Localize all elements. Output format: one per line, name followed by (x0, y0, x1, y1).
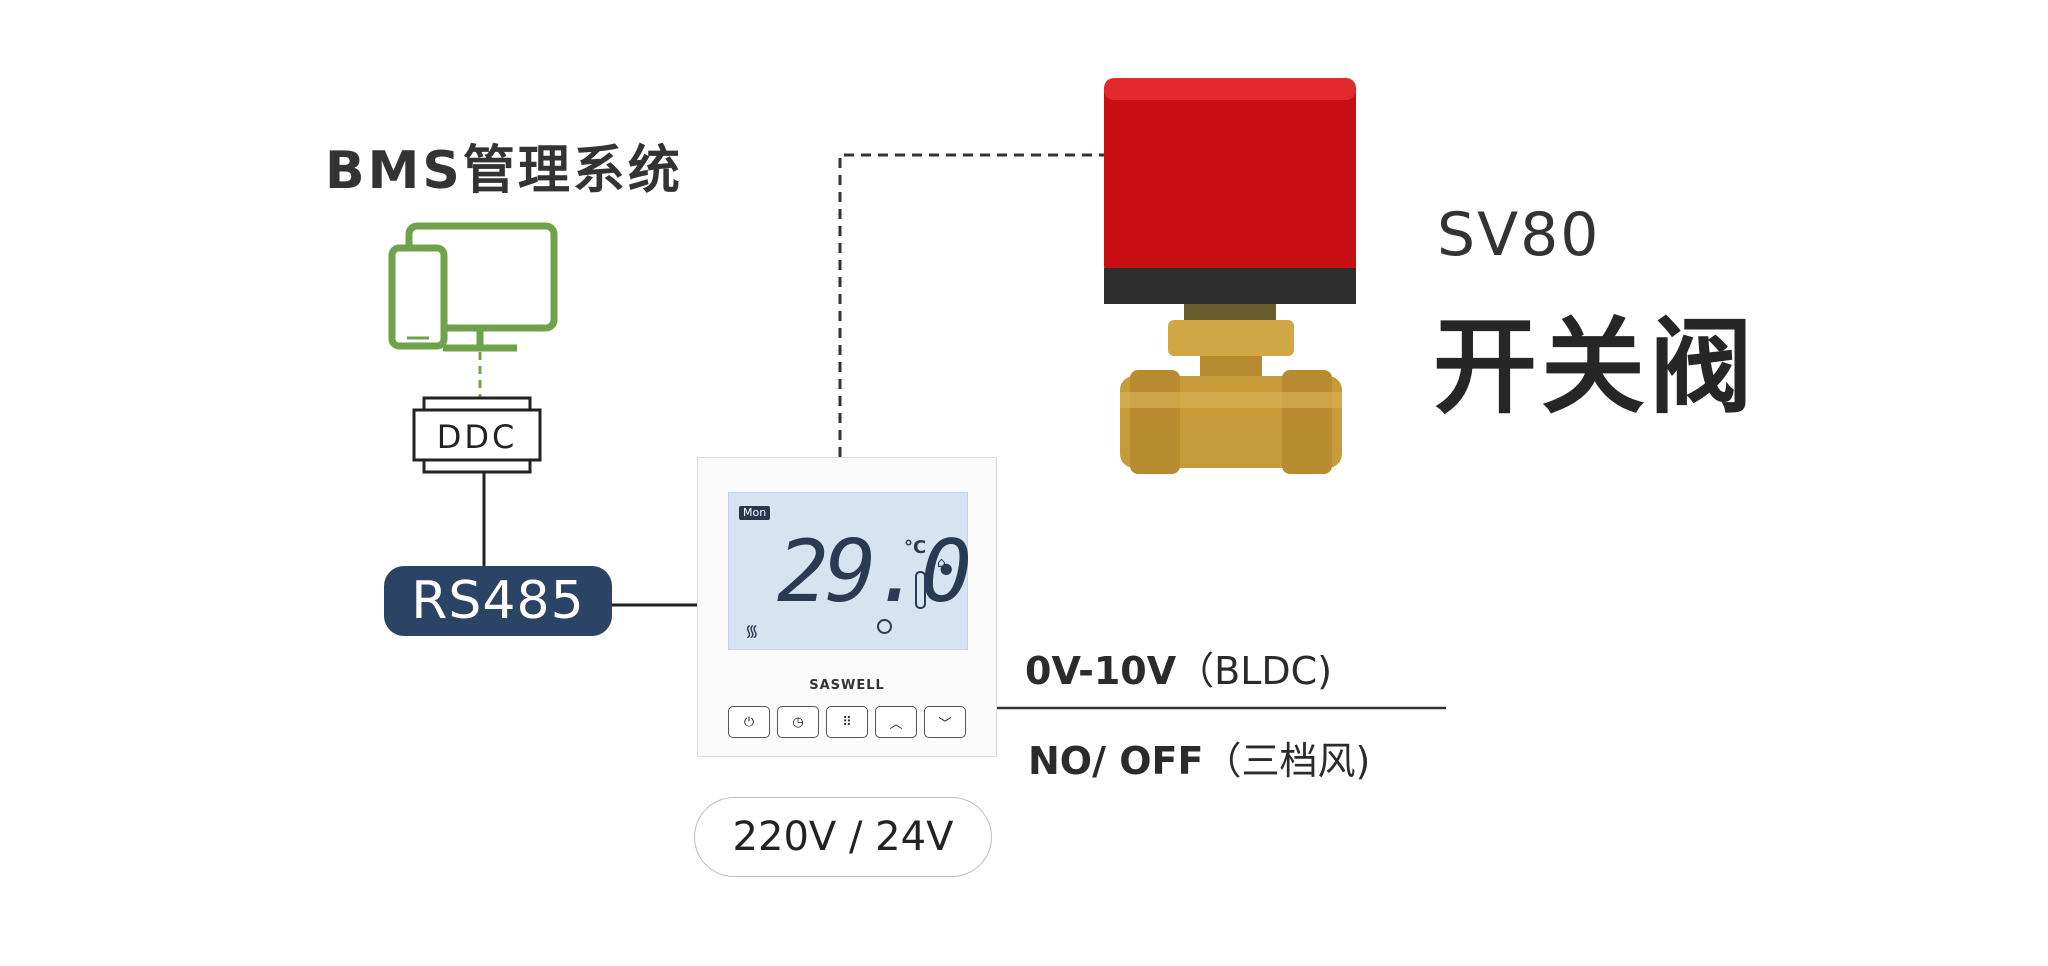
temperature-unit: °C (904, 537, 927, 558)
voltage-badge: 220V / 24V (694, 797, 992, 877)
signal-on-off-note: （三档风) (1203, 739, 1371, 783)
ddc-label: DDC (436, 418, 518, 456)
menu-button[interactable]: ⠿ (826, 706, 868, 738)
bms-title: BMS管理系统 (325, 141, 683, 201)
thermometer-icon (915, 571, 926, 609)
down-button[interactable]: ﹀ (924, 706, 966, 738)
thermostat-buttons: ⏻ ◷ ⠿ ︿ ﹀ (728, 706, 966, 738)
clock-button[interactable]: ◷ (777, 706, 819, 738)
valve-image (1104, 78, 1356, 474)
rs485-badge: RS485 (384, 566, 612, 636)
monitor-phone-icon (388, 222, 558, 352)
thermostat-device: Mon ⌂ 29.0 °C ᯾ SASWELL ⏻ ◷ ⠿ ︿ ﹀ (697, 457, 997, 757)
home-icon: ⌂ (937, 555, 946, 571)
thermostat-screen: Mon ⌂ 29.0 °C ᯾ (728, 492, 972, 650)
up-button[interactable]: ︿ (875, 706, 917, 738)
wifi-icon: ᯾ (745, 621, 759, 640)
up-icon: ︿ (889, 716, 903, 732)
power-icon: ⏻ (743, 714, 755, 730)
signal-0-10v: 0V-10V（BLDC) (1025, 640, 1332, 695)
thermostat-valve-link (838, 153, 1104, 457)
power-button[interactable]: ⏻ (728, 706, 770, 738)
clock-icon (877, 619, 892, 634)
menu-grid-icon: ⠿ (842, 714, 852, 730)
ddc-box (412, 396, 542, 474)
clock-icon: ◷ (792, 714, 804, 730)
signal-on-off: NO/ OFF（三档风) (1028, 730, 1370, 785)
brand-label: SASWELL (809, 678, 885, 693)
valve-name: 开关阀 (1433, 306, 1758, 428)
valve-model: SV80 (1437, 200, 1601, 270)
signal-0-10v-value: 0V-10V (1025, 649, 1177, 693)
down-icon: ﹀ (938, 716, 952, 732)
signal-0-10v-note: （BLDC) (1176, 649, 1333, 693)
signal-on-off-value: NO/ OFF (1028, 739, 1204, 783)
day-tag: Mon (739, 506, 771, 520)
temperature-readout: 29.0 (777, 522, 972, 622)
